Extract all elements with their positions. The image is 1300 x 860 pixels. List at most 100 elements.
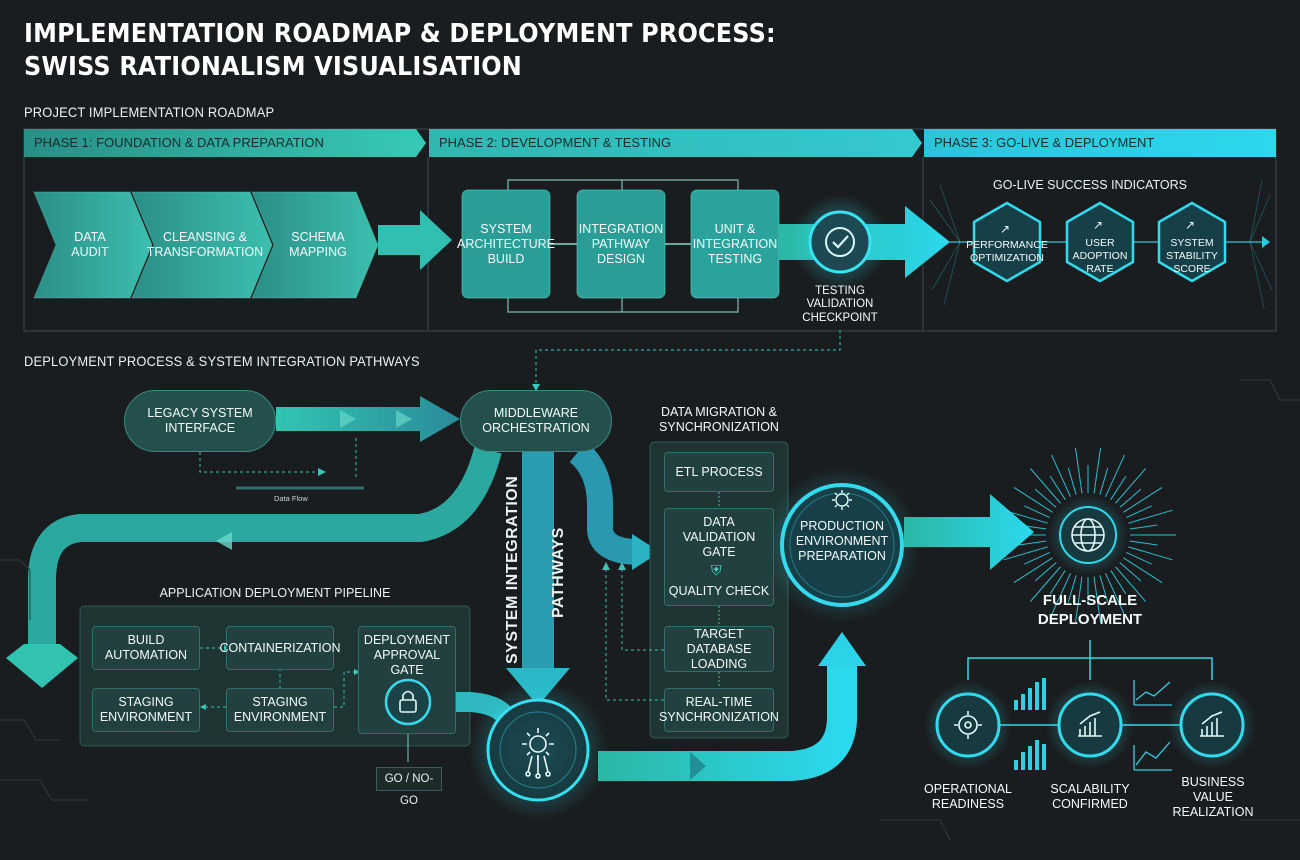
migration-validation-gate: DATA VALIDATION GATE bbox=[664, 508, 774, 606]
burst-ray bbox=[1024, 551, 1051, 565]
phase3-bar-shape bbox=[924, 129, 1276, 157]
box-system-architecture bbox=[461, 189, 551, 299]
arrow-production-to-fullscale bbox=[904, 494, 1034, 570]
burst-ray bbox=[1029, 468, 1061, 504]
migration-target-db: TARGET DATABASE LOADING bbox=[664, 626, 774, 672]
box-integration-pathway bbox=[576, 189, 666, 299]
pipeline-staging-1: STAGING ENVIRONMENT bbox=[92, 688, 200, 732]
burst-ray bbox=[1018, 540, 1047, 546]
burst-ray bbox=[1119, 488, 1142, 508]
checkpoint-label: TESTING VALIDATION CHECKPOINT bbox=[802, 284, 878, 324]
burst-ray bbox=[1024, 505, 1051, 519]
burst-ray bbox=[1074, 576, 1083, 623]
burst-ray bbox=[1115, 468, 1147, 504]
outcome-operational-label: OPERATIONAL READINESS bbox=[924, 782, 1012, 811]
burst-ray bbox=[1115, 566, 1147, 602]
burst-ray bbox=[1123, 557, 1163, 583]
burst-ray bbox=[1003, 546, 1048, 561]
burst-ray bbox=[1119, 562, 1142, 582]
phase1-bar-shape bbox=[24, 129, 426, 157]
burst-ray bbox=[1104, 454, 1126, 498]
trend-up-icon: ↗ bbox=[1000, 222, 1011, 236]
burst-ray bbox=[1049, 570, 1066, 595]
hex-adoption bbox=[1065, 201, 1135, 283]
burst-ray bbox=[1067, 467, 1077, 495]
burst-ray bbox=[1050, 572, 1072, 616]
outcome-operational-node bbox=[935, 692, 1001, 758]
bar-chart-icon bbox=[1014, 678, 1046, 770]
arrow-phase1-to-phase2 bbox=[378, 210, 452, 270]
pipeline-containerization: CONTAINERIZATION bbox=[219, 626, 341, 670]
outcome-business-label: BUSINESS VALUE REALIZATION bbox=[1172, 774, 1254, 819]
pipeline-approval-gate: DEPLOYMENT APPROVAL GATE bbox=[358, 626, 456, 734]
data-flow-label: Data Flow bbox=[274, 494, 308, 503]
outcome-business-node bbox=[1179, 692, 1245, 758]
flow-system-integration bbox=[522, 452, 554, 670]
burst-ray bbox=[1003, 509, 1048, 524]
trend-up-icon: ↗ bbox=[1093, 218, 1104, 232]
migration-title: DATA MIGRATION & SYNCHRONIZATION bbox=[659, 405, 779, 434]
burst-ray bbox=[1018, 524, 1047, 530]
indicators-title: GO-LIVE SUCCESS INDICATORS bbox=[992, 178, 1188, 192]
flow-middleware-to-pipeline bbox=[28, 446, 502, 652]
pipeline-staging-2: STAGING ENVIRONMENT bbox=[226, 688, 334, 732]
burst-ray bbox=[1128, 546, 1173, 561]
burst-ray bbox=[1067, 575, 1077, 603]
burst-ray bbox=[1110, 570, 1127, 595]
arrow-legacy-to-middleware bbox=[276, 396, 460, 442]
burst-ray bbox=[1029, 566, 1061, 602]
burst-ray bbox=[1099, 575, 1109, 603]
step-system-architecture: SYSTEM ARCHITECTURE BUILD bbox=[457, 221, 555, 266]
burst-ray bbox=[1129, 524, 1158, 530]
production-label: PRODUCTION ENVIRONMENT PREPARATION bbox=[795, 518, 889, 563]
outcome-scalability-label: SCALABILITY CONFIRMED bbox=[1050, 782, 1130, 811]
middleware-node: MIDDLEWARE ORCHESTRATION bbox=[460, 390, 612, 452]
line-chart-icon bbox=[1133, 680, 1172, 771]
burst-ray bbox=[1110, 475, 1127, 500]
burst-ray bbox=[1034, 562, 1057, 582]
burst-ray bbox=[1123, 487, 1163, 513]
burst-ray bbox=[1050, 454, 1072, 498]
roadmap-heading: PROJECT IMPLEMENTATION ROADMAP bbox=[24, 104, 275, 120]
burst-ray bbox=[1013, 487, 1053, 513]
phase2-label: PHASE 2: DEVELOPMENT & TESTING bbox=[439, 135, 672, 150]
approval-gate-label: DEPLOYMENT APPROVAL GATE bbox=[363, 633, 451, 677]
indicator-adoption: USER ADOPTION RATE bbox=[1072, 236, 1128, 275]
chevron-schema bbox=[251, 191, 379, 299]
burst-ray bbox=[1125, 551, 1152, 565]
indicator-stability: SYSTEM STABILITY SCORE bbox=[1166, 236, 1218, 275]
hex-performance bbox=[972, 201, 1042, 283]
step-data-audit: DATA AUDIT bbox=[71, 230, 109, 259]
burst-ray bbox=[1125, 505, 1152, 519]
title-line-2: SWISS RATIONALISM VISUALISATION bbox=[24, 52, 523, 82]
burst-ray bbox=[1099, 467, 1109, 495]
chevron-cleansing bbox=[131, 191, 273, 299]
burst-ray bbox=[1128, 509, 1173, 524]
burst-ray bbox=[1013, 557, 1053, 583]
burst-ray bbox=[1074, 447, 1083, 494]
migration-etl: ETL PROCESS bbox=[664, 452, 774, 492]
full-scale-node bbox=[1059, 506, 1117, 564]
burst-ray bbox=[1034, 488, 1057, 508]
phase2-bar-shape bbox=[429, 129, 922, 157]
pipeline-title: APPLICATION DEPLOYMENT PIPELINE bbox=[159, 586, 391, 600]
integration-gear-node bbox=[486, 698, 590, 802]
production-node bbox=[780, 483, 904, 607]
migration-quality-check: QUALITY CHECK bbox=[668, 583, 770, 598]
validation-gate-label: DATA VALIDATION GATE bbox=[682, 515, 756, 559]
checkpoint-node bbox=[808, 210, 872, 274]
deployment-heading: DEPLOYMENT PROCESS & SYSTEM INTEGRATION … bbox=[24, 353, 420, 369]
hex-stability bbox=[1157, 201, 1227, 283]
burst-ray bbox=[1093, 447, 1102, 494]
chevron-data-audit bbox=[33, 191, 153, 299]
phase3-label: PHASE 3: GO-LIVE & DEPLOYMENT bbox=[934, 135, 1155, 150]
burst-ray bbox=[1129, 540, 1158, 546]
step-cleansing: CLEANSING & TRANSFORMATION bbox=[146, 230, 264, 259]
full-scale-label: FULL-SCALE DEPLOYMENT bbox=[1037, 592, 1143, 628]
shield-check-icon: ⛨ bbox=[711, 562, 722, 578]
pipeline-build-automation: BUILD AUTOMATION bbox=[92, 626, 200, 670]
step-unit-testing: UNIT & INTEGRATION TESTING bbox=[692, 221, 778, 266]
flow-gear-to-production bbox=[598, 660, 857, 781]
phase1-label: PHASE 1: FOUNDATION & DATA PREPARATION bbox=[34, 135, 324, 150]
